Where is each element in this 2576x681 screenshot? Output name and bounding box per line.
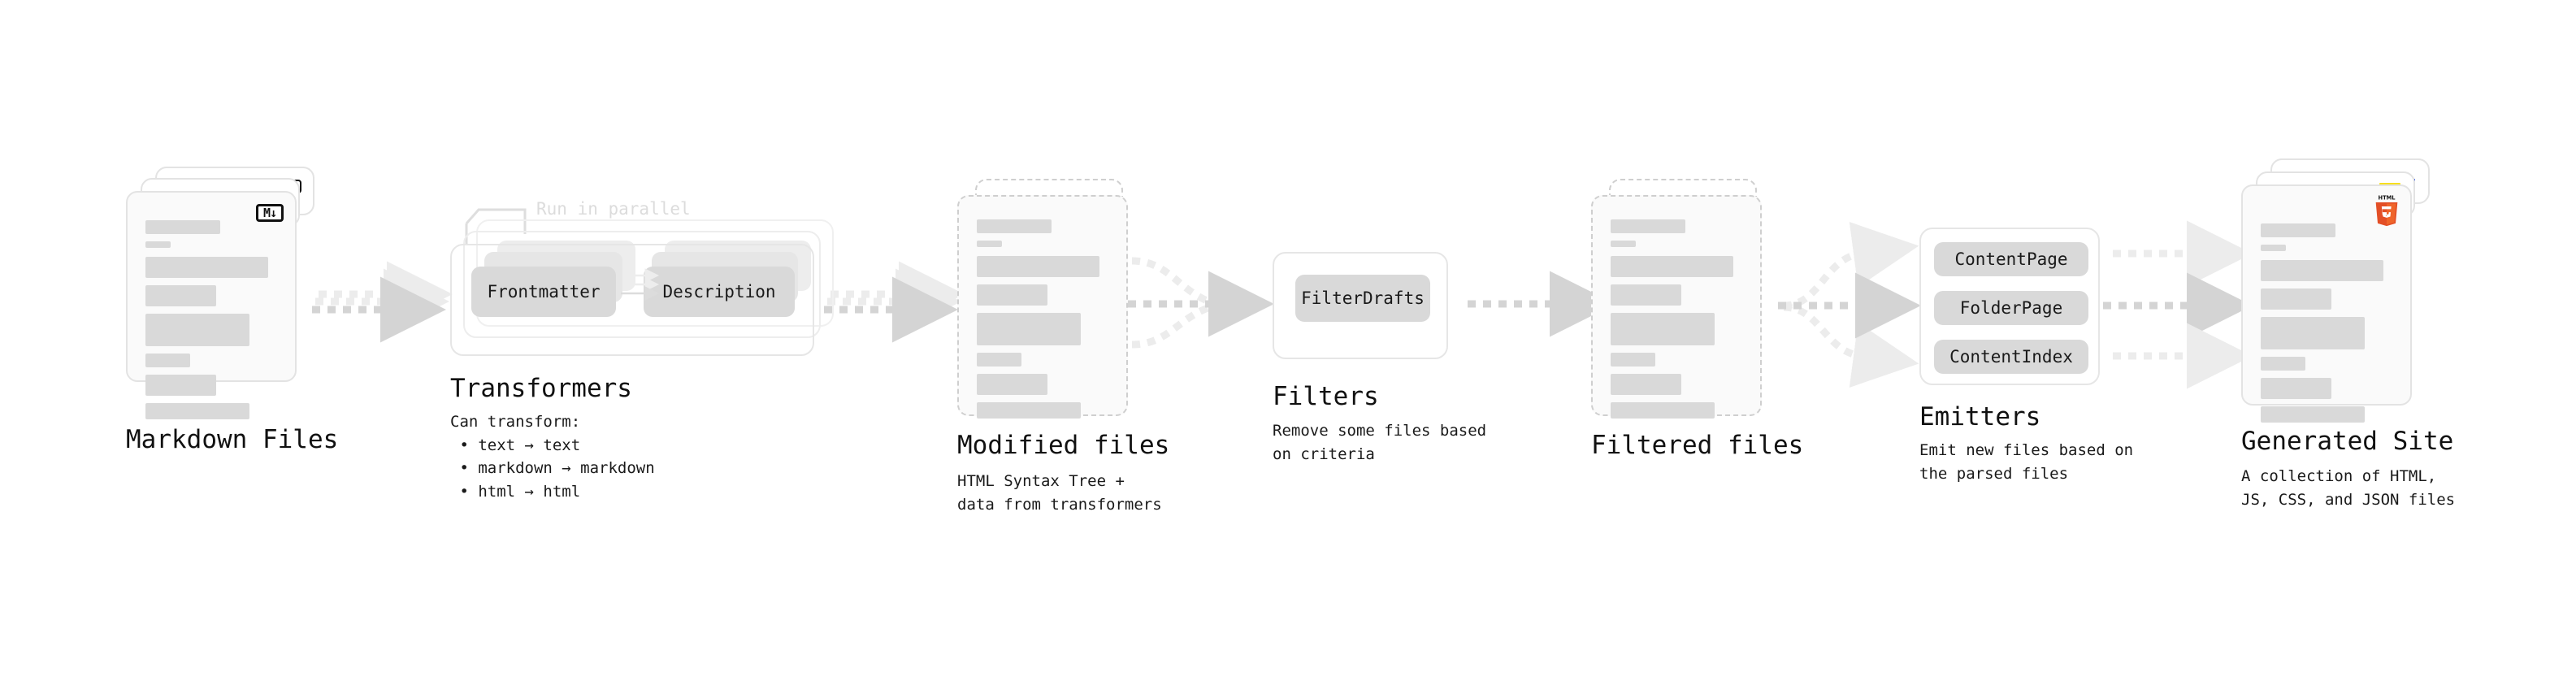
transformer-inner-arrows [621,268,659,301]
content-bar [1611,402,1715,419]
generated-site-heading: Generated Site [2241,427,2454,456]
transformers-sub: Can transform: • text → text • markdown … [450,413,655,501]
content-bar [1611,241,1636,247]
content-bar [977,256,1099,277]
card-content [145,220,277,427]
content-bar [2261,406,2365,423]
emitter-pill-folderpage[interactable]: FolderPage [1934,291,2088,325]
filters-sub: Remove some files based on criteria [1273,422,1487,463]
content-bar [977,374,1048,395]
generated-site-stack: CSS HTML [2241,158,2444,423]
content-bar [977,313,1081,345]
content-bar [145,375,217,396]
arrow-filtered-to-emitters [1778,222,1921,388]
filtered-card-front [1591,195,1762,419]
arrow-emitters-to-site [2103,220,2253,389]
transformer-pill-description[interactable]: Description [644,267,795,317]
modified-files-heading: Modified files [957,431,1170,460]
content-bar [977,219,1052,233]
content-bar [2261,223,2336,237]
content-bar [1611,284,1682,306]
content-bar [145,403,249,419]
content-bar [2261,260,2383,281]
modified-card-front [957,195,1128,419]
content-bar [145,241,171,248]
content-bar [977,353,1022,367]
content-bar [1611,219,1686,233]
content-bar [2261,378,2332,399]
content-bar [145,285,217,306]
markdown-files-stack: M↓ M↓ M↓ [126,167,321,419]
content-bar [977,402,1081,419]
content-bar [145,314,249,346]
filtered-files-heading: Filtered files [1591,431,1804,460]
filters-heading: Filters [1273,382,1379,411]
content-bar [145,354,191,367]
markdown-card-front: M↓ [126,191,297,419]
filters-group: FilterDrafts [1273,252,1448,359]
content-bar [2261,357,2306,371]
content-bar [2261,288,2332,310]
emitters-heading: Emitters [1919,402,2041,432]
arrow-markdown-to-transformers [312,261,453,343]
transformer-group-front: Frontmatter Description [450,244,814,356]
transformers-stack: Frontmatter Description [450,219,856,366]
modified-files-sub: HTML Syntax Tree + data from transformer… [957,472,1162,514]
card-content [1611,219,1742,426]
content-bar [977,241,1002,247]
markdown-icon: M↓ [256,204,284,222]
site-card-html: HTML [2241,184,2412,423]
filter-pill-filterdrafts[interactable]: FilterDrafts [1295,275,1430,322]
content-bar [977,284,1048,306]
modified-files-stack [957,179,1152,423]
emitters-sub: Emit new files based on the parsed files [1919,441,2134,483]
content-bar [1611,353,1656,367]
markdown-files-heading: Markdown Files [126,425,339,454]
content-bar [145,257,268,278]
filtered-files-stack [1591,179,1786,423]
content-bar [1611,256,1733,277]
transformers-heading: Transformers [450,374,632,403]
svg-text:HTML: HTML [2379,195,2396,202]
transformer-pill-frontmatter[interactable]: Frontmatter [471,267,616,317]
run-in-parallel-label: Run in parallel [536,199,691,219]
generated-site-sub: A collection of HTML, JS, CSS, and JSON … [2241,467,2456,509]
emitter-pill-contentindex[interactable]: ContentIndex [1934,340,2088,374]
card-content [2261,223,2392,430]
card-content [977,219,1108,426]
html5-icon: HTML [2373,194,2400,227]
emitter-pill-contentpage[interactable]: ContentPage [1934,242,2088,276]
content-bar [1611,313,1715,345]
content-bar [145,220,221,234]
content-bar [2261,245,2286,251]
content-bar [1611,374,1682,395]
emitters-group: ContentPage FolderPage ContentIndex [1919,228,2100,385]
content-bar [2261,317,2365,349]
